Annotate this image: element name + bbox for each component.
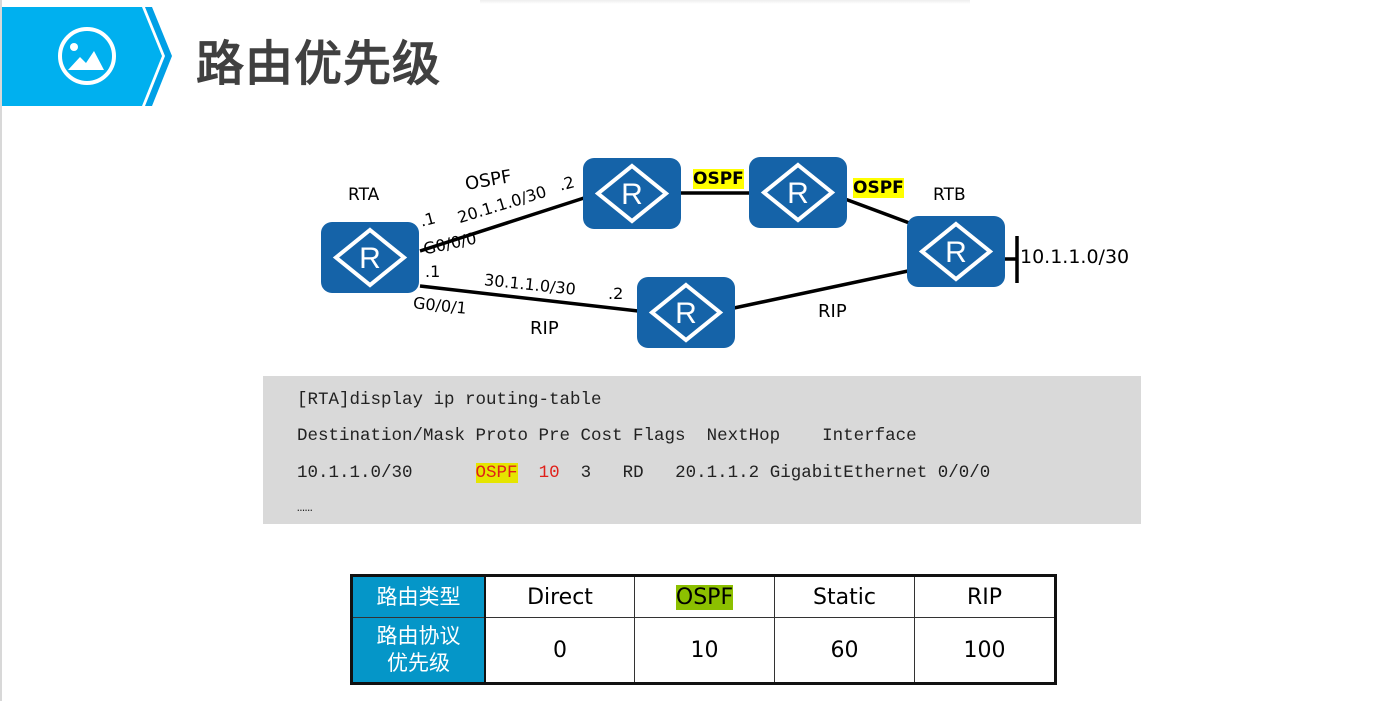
cli-cost: 3 <box>580 463 592 483</box>
priority-cell: 60 <box>774 617 915 684</box>
priority-table: 路由类型 Direct OSPF Static RIP 路由协议优先级 0 10… <box>350 574 1057 685</box>
label-r5-ip: .2 <box>608 284 624 303</box>
label-rip-right: RIP <box>818 301 847 322</box>
label-rta-bottom-ip: .1 <box>425 262 441 281</box>
slide-edge <box>0 0 2 701</box>
type-cell: Static <box>774 575 915 618</box>
router-icon: R <box>749 157 847 228</box>
cli-more: …… <box>297 500 313 515</box>
label-ospf-mid: OSPF <box>693 169 744 189</box>
title-banner <box>2 7 172 106</box>
cli-dest: 10.1.1.0/30 <box>297 463 413 483</box>
cli-interface: GigabitEthernet 0/0/0 <box>769 463 991 483</box>
type-cell: RIP <box>914 575 1056 618</box>
type-cell-ospf: OSPF <box>675 584 734 610</box>
table-row-priorities: 路由协议优先级 0 10 60 100 <box>351 617 1056 684</box>
priority-cell: 100 <box>914 617 1056 684</box>
svg-text:R: R <box>675 297 697 330</box>
svg-text:R: R <box>945 236 967 269</box>
cli-proto: OSPF <box>475 463 518 483</box>
link-r5-rtb <box>733 269 909 310</box>
cli-nexthop: 20.1.1.2 <box>675 463 760 483</box>
type-cell: OSPF <box>634 575 775 618</box>
cli-output: [RTA]display ip routing-table Destinatio… <box>263 376 1141 524</box>
top-shadow <box>480 0 970 4</box>
row-header-line2: 优先级 <box>387 651 450 675</box>
cli-headers: Destination/Mask Proto Pre Cost Flags Ne… <box>297 426 917 446</box>
router-icon: R <box>321 222 419 293</box>
svg-text:R: R <box>621 178 643 211</box>
router-label-rta: RTA <box>348 185 380 205</box>
cli-flags: RD <box>622 463 644 483</box>
priority-cell: 10 <box>634 617 775 684</box>
table-row-types: 路由类型 Direct OSPF Static RIP <box>351 575 1056 618</box>
cli-pre: 10 <box>538 463 560 483</box>
router-icon: R <box>907 216 1005 287</box>
link-rta-r2 <box>419 196 585 253</box>
svg-text:R: R <box>787 177 809 210</box>
label-ospf-right: OSPF <box>853 178 904 198</box>
priority-cell: 0 <box>484 617 635 684</box>
cli-command: [RTA]display ip routing-table <box>297 390 602 410</box>
router-icon: R <box>637 277 735 348</box>
cli-route-row: 10.1.1.0/30 OSPF 10 3 RD 20.1.1.2 Gigabi… <box>297 463 990 483</box>
svg-text:R: R <box>359 242 381 275</box>
page-title: 路由优先级 <box>196 36 442 92</box>
row-header-line1: 路由协议 <box>376 624 461 648</box>
router-label-rtb: RTB <box>933 185 966 205</box>
type-cell: Direct <box>484 575 635 618</box>
link-r3-rtb <box>844 197 913 226</box>
image-icon <box>58 27 116 85</box>
router-icon: R <box>583 158 681 229</box>
label-rip-left: RIP <box>530 318 559 339</box>
link-rta-r5 <box>419 284 639 313</box>
row-header-type: 路由类型 <box>351 575 486 618</box>
row-header-priority: 路由协议优先级 <box>351 617 486 684</box>
label-rtb-net: 10.1.1.0/30 <box>1020 246 1130 268</box>
